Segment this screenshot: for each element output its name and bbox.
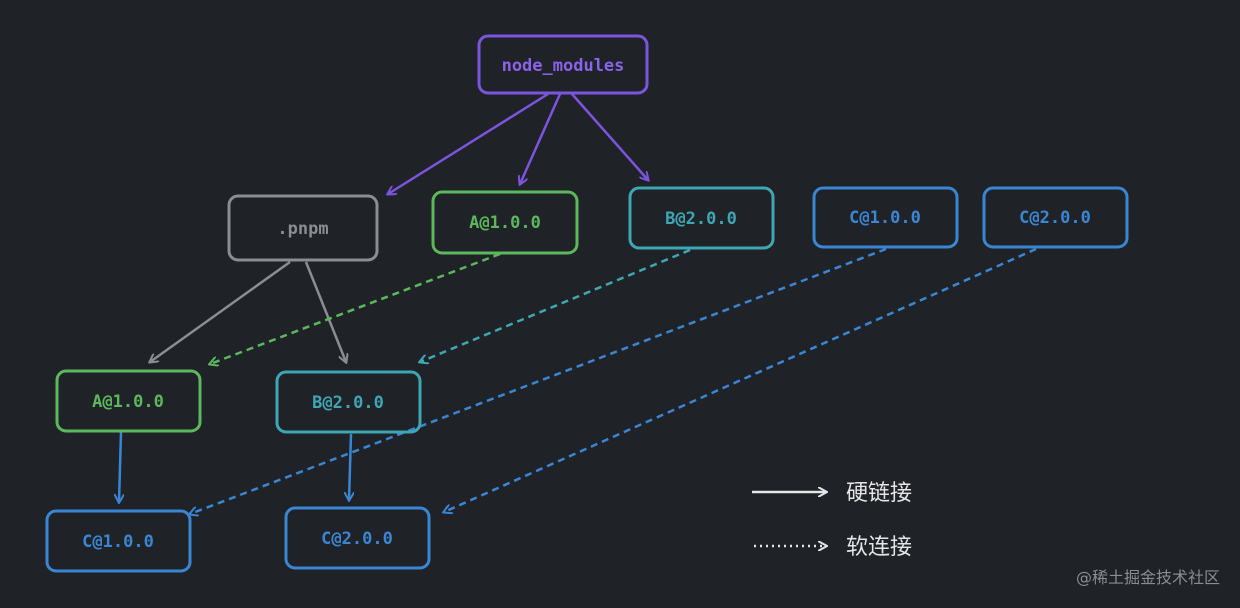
node-store-a: A@1.0.0 bbox=[55, 369, 202, 433]
node-pnpm-label: .pnpm bbox=[277, 219, 328, 239]
edge-store-a-to-store-c1 bbox=[119, 431, 121, 502]
node-top-c2: C@2.0.0 bbox=[982, 186, 1129, 249]
node-top-c1: C@1.0.0 bbox=[812, 186, 959, 249]
node-store-c1-label: C@1.0.0 bbox=[82, 532, 154, 552]
node-store-c2-label: C@2.0.0 bbox=[321, 529, 393, 549]
edge-pnpm-to-store-a bbox=[150, 260, 291, 362]
legend-soft-link-label: 软连接 bbox=[846, 535, 912, 560]
node-top-a-label: A@1.0.0 bbox=[469, 213, 541, 233]
node-top-c2-label: C@2.0.0 bbox=[1019, 208, 1091, 228]
node-store-b-label: B@2.0.0 bbox=[312, 393, 384, 413]
edge-node-modules-to-top-b bbox=[571, 93, 648, 180]
node-pnpm: .pnpm bbox=[227, 194, 379, 262]
legend: 硬链接 软连接 bbox=[752, 481, 912, 560]
edge-node-modules-to-top-a bbox=[520, 93, 562, 184]
softlink-top-a-to-store-a bbox=[210, 252, 501, 364]
softlink-top-c1-to-store-c1 bbox=[190, 247, 887, 514]
softlink-top-c2-to-store-c2 bbox=[444, 247, 1037, 512]
edge-node-modules-to-pnpm bbox=[388, 92, 549, 194]
softlink-top-b-to-store-b bbox=[420, 248, 691, 362]
node-store-c2: C@2.0.0 bbox=[284, 506, 431, 570]
node-store-b: B@2.0.0 bbox=[275, 370, 422, 434]
legend-hard-link-label: 硬链接 bbox=[846, 481, 912, 506]
edge-pnpm-to-store-b bbox=[304, 261, 346, 362]
node-store-a-label: A@1.0.0 bbox=[92, 392, 164, 412]
watermark: @稀土掘金技术社区 bbox=[1075, 568, 1220, 587]
node-top-b-label: B@2.0.0 bbox=[665, 209, 737, 229]
node-top-c1-label: C@1.0.0 bbox=[849, 208, 921, 228]
node-top-b: B@2.0.0 bbox=[628, 186, 775, 250]
edge-store-b-to-store-c2 bbox=[349, 433, 351, 500]
node-node-modules-label: node_modules bbox=[502, 56, 625, 76]
node-store-c1: C@1.0.0 bbox=[45, 509, 192, 573]
node-top-a: A@1.0.0 bbox=[431, 190, 579, 255]
node-node-modules: node_modules bbox=[477, 34, 649, 95]
